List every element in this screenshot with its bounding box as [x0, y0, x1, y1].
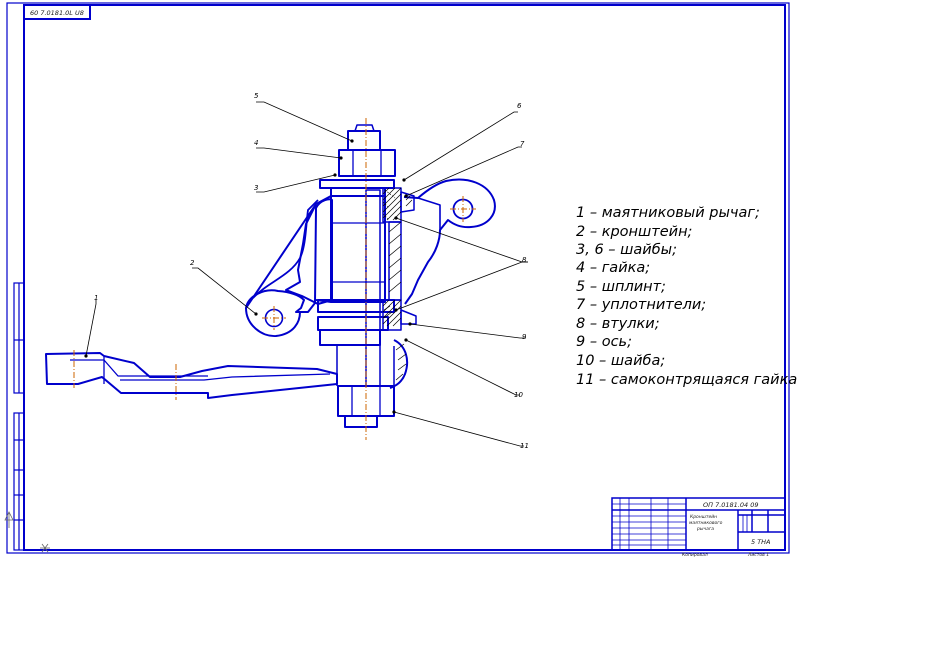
title-line-2: маятникового: [689, 521, 723, 526]
legend-line-1: 1 – маятниковый рычаг;: [576, 205, 760, 221]
callout-2: 2: [190, 259, 195, 267]
bracket-housing: [330, 195, 386, 303]
sheet-frame: [6, 2, 790, 554]
callout-4: 4: [254, 139, 258, 147]
corner-code: 60 7.0181.0L U8: [30, 9, 84, 17]
pendulum-lever: [45, 352, 338, 399]
callout-6: 6: [517, 102, 522, 110]
callout-3: 3: [254, 184, 258, 192]
parts-legend: 1 – маятниковый рычаг; 2 – кронштейн; 3,…: [576, 205, 797, 388]
corner-code-box: 60 7.0181.0L U8: [23, 4, 91, 20]
bushing-sleeve: [388, 221, 402, 301]
cotter-pin-head: [347, 130, 381, 151]
legend-line-7: 8 – втулки;: [576, 316, 660, 332]
callout-8: 8: [522, 256, 527, 264]
title-doc-number: ОП 7.0181.04 09: [703, 501, 759, 509]
center-lines: [73, 118, 476, 440]
callout-9: 9: [522, 333, 527, 341]
title-line-3: рычага: [696, 527, 714, 532]
callout-7: 7: [520, 140, 525, 148]
axis-shaft: [365, 189, 381, 387]
washer-top: [319, 179, 395, 189]
leader-lines: [85, 101, 528, 447]
title-block: ОП 7.0181.04 09 Кронштейн маятникового р…: [611, 497, 786, 558]
legend-line-10: 11 – самоконтрящаяся гайка: [576, 372, 797, 388]
legend-line-9: 10 – шайба;: [576, 353, 665, 369]
legend-line-3: 3, 6 – шайбы;: [576, 242, 677, 258]
left-margin-stamp: [13, 282, 25, 551]
leader-dots: [84, 139, 412, 414]
callout-11: 11: [520, 442, 529, 450]
title-copied: Копировал: [682, 552, 708, 558]
legend-line-6: 7 – уплотнители;: [576, 297, 706, 313]
title-line-1: Кронштейн: [690, 514, 717, 520]
coordinate-marker: [4, 511, 50, 553]
callout-1: 1: [94, 294, 98, 302]
legend-line-8: 9 – ось;: [576, 334, 632, 350]
assembly-drawing: [45, 124, 496, 428]
legend-line-2: 2 – кронштейн;: [576, 224, 692, 240]
callout-10: 10: [514, 391, 523, 399]
callout-5: 5: [254, 92, 259, 100]
nut-top: [338, 149, 396, 177]
bracket: [245, 198, 333, 313]
callout-labels: 5 4 3 6 7 2 1 8 9 10 11: [94, 92, 529, 450]
legend-line-5: 5 – шплинт;: [576, 279, 666, 295]
section-hatching: [382, 187, 413, 381]
title-org: 5 ТНА: [751, 538, 771, 546]
legend-line-4: 4 – гайка;: [576, 260, 650, 276]
title-sheets: Листов 1: [747, 552, 769, 558]
